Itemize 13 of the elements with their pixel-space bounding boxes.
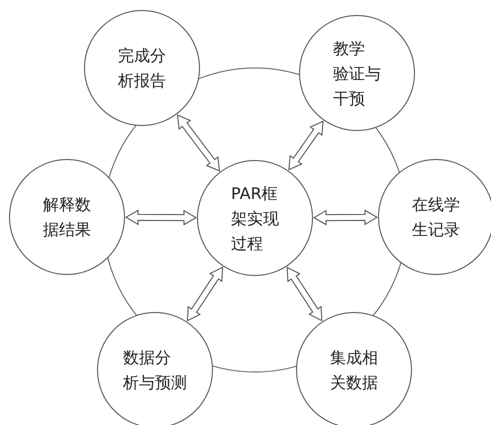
double-arrow — [125, 210, 197, 226]
double-arrow — [288, 120, 324, 170]
double-arrow — [186, 266, 224, 322]
double-arrow — [176, 114, 220, 172]
node-label: 数据分析与预测 — [123, 347, 187, 394]
node-label: 集成相关数据 — [330, 347, 378, 394]
node-label: 完成分析报告 — [118, 45, 166, 92]
double-arrow — [286, 266, 322, 322]
node-label: 在线学生记录 — [412, 194, 460, 241]
node-label: 教学验证与干预 — [333, 38, 381, 110]
node-label: 解释数据结果 — [43, 194, 91, 241]
node-label: PAR框架实现过程 — [231, 182, 279, 254]
double-arrow — [313, 210, 378, 226]
